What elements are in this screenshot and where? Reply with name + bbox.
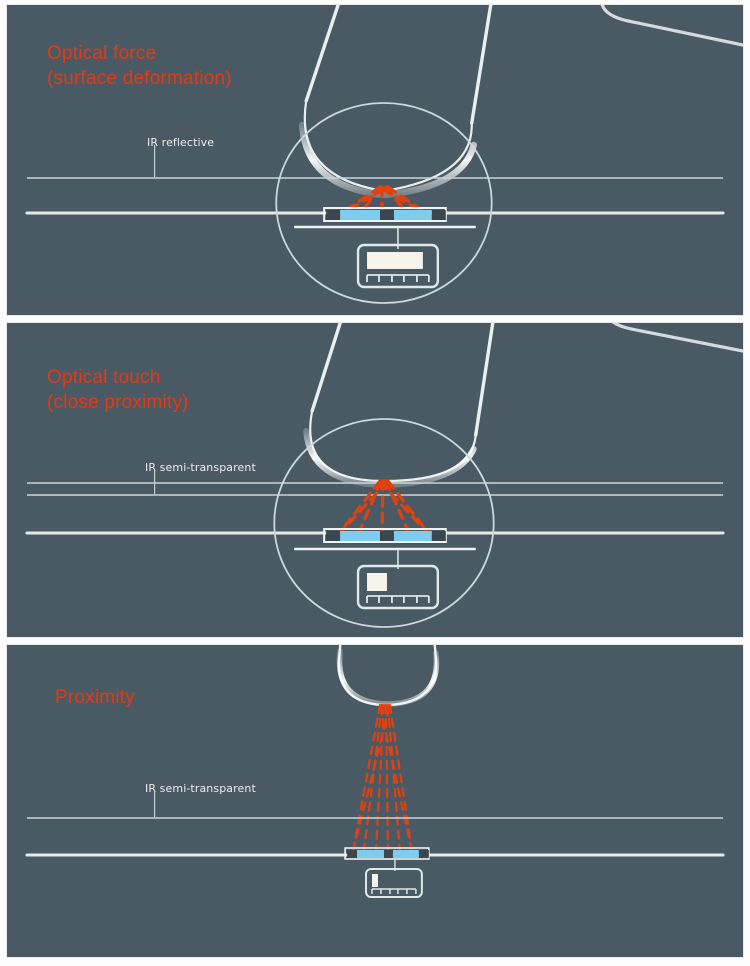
optical-touch-illustration (25, 323, 743, 628)
signal-meter-fill (372, 874, 378, 887)
magnifier-contents (294, 185, 476, 289)
sensor-block-left (326, 210, 341, 220)
finger-right-edge (474, 323, 495, 437)
magnifier-contents (294, 479, 476, 610)
finger-right-edge (470, 5, 493, 125)
signal-meter-chip (356, 243, 440, 289)
sensor-emitter-left (357, 850, 384, 858)
ir-beam-group (351, 703, 413, 853)
ir-beam-group (336, 479, 432, 537)
fingertip-highlight (336, 648, 440, 707)
signal-meter-ticks (366, 274, 430, 282)
sensor-block-center (379, 210, 394, 220)
sensor-emitter-left (340, 210, 380, 220)
sensor-emitter-right (393, 210, 432, 220)
signal-meter-chip (356, 564, 440, 610)
signal-meter-ticks (366, 595, 430, 603)
proximity-illustration (25, 645, 725, 898)
signal-meter-chip (365, 868, 423, 898)
finger-left-edge (310, 323, 342, 413)
knuckle-outline (600, 5, 743, 47)
panel-optical-force: Optical force(surface deformation) IR re… (6, 4, 744, 316)
sensor-block-center (379, 531, 394, 541)
signal-meter-fill (367, 573, 387, 591)
finger-left-edge (304, 5, 340, 103)
optical-force-illustration (25, 5, 743, 304)
sensor-block-left (347, 850, 358, 858)
fingertip-highlight (298, 121, 477, 199)
panel-optical-touch: Optical touch(close proximity) IR semi-t… (6, 322, 744, 638)
sensor-emitter-right (393, 531, 432, 541)
knuckle-outline (611, 323, 743, 353)
panel-proximity: Proximity IR semi-transparent (6, 644, 744, 958)
signal-meter-fill (367, 252, 423, 269)
magnifier-circle (275, 102, 493, 304)
sensor-block-right (418, 850, 429, 858)
sensor-block-right (431, 210, 446, 220)
sensor-block-right (431, 531, 446, 541)
signal-meter-ticks (371, 888, 417, 894)
sensor-block-center (383, 850, 393, 858)
magnifier-circle (273, 418, 495, 628)
sensor-emitter-right (392, 850, 419, 858)
sensor-emitter-left (340, 531, 380, 541)
sensor-block-left (326, 531, 341, 541)
